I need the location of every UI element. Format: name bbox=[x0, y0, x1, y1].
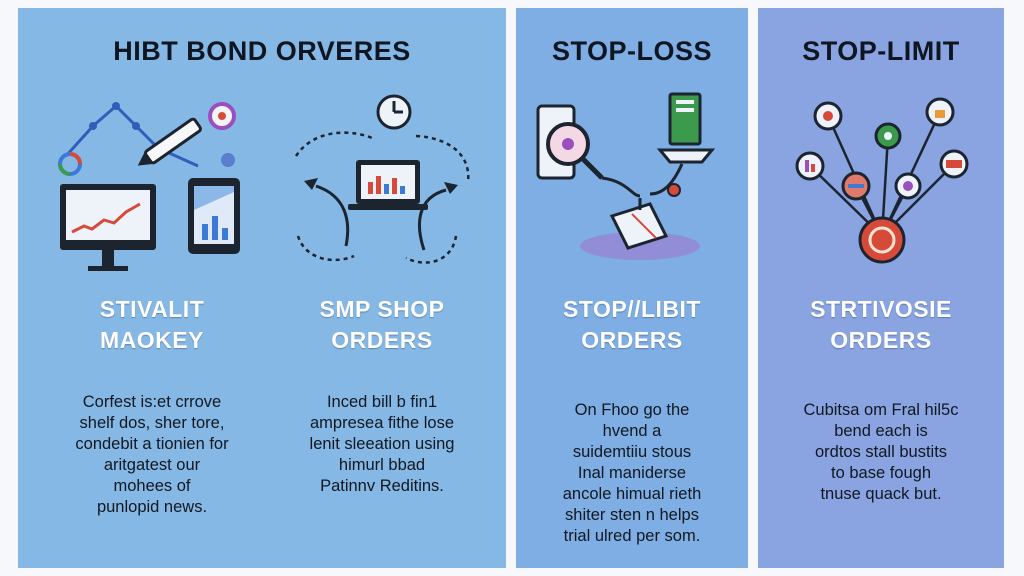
stop-limit-description: Cubitsa om Fral hil5c bend each is ordto… bbox=[803, 401, 959, 503]
panel-market-shop-orders: HIBT BOND ORVERES bbox=[18, 8, 506, 568]
stylus-icon bbox=[137, 117, 202, 166]
laptop-chart-icon bbox=[348, 160, 428, 210]
market-orders-description: Corfest is:et crrove shelf dos, sher tor… bbox=[75, 393, 229, 516]
tablet-bar-chart-icon bbox=[188, 178, 240, 254]
shop-orders-label: SMP SHOP ORDERS bbox=[272, 294, 492, 356]
label-line-1: STOP//LIBIT bbox=[563, 296, 701, 322]
strategic-orders-label: STRTIVOSIE ORDERS bbox=[771, 294, 991, 356]
network-nodes-icon bbox=[795, 97, 969, 264]
stop-loss-illustration bbox=[536, 92, 716, 260]
panel-title: STOP-LOSS bbox=[551, 36, 713, 66]
label-line-1: STRTIVOSIE bbox=[810, 296, 952, 322]
label-line-2: ORDERS bbox=[830, 327, 932, 353]
stop-limit-illustration bbox=[795, 97, 969, 264]
chart-monitor-icon bbox=[60, 184, 156, 271]
clock-icon bbox=[376, 94, 412, 130]
shop-illustration bbox=[294, 94, 470, 264]
server-icon bbox=[656, 92, 716, 164]
label-line-1: SMP SHOP bbox=[319, 296, 445, 322]
label-line-2: ORDERS bbox=[331, 327, 433, 353]
shop-orders-description: Inced bill b fin1 ampresea fithe lose le… bbox=[309, 393, 455, 495]
panel-title: HIBT BOND ORVERES bbox=[113, 36, 411, 66]
market-illustration bbox=[58, 102, 240, 271]
panel-title: STOP-LIMIT bbox=[802, 36, 960, 66]
pie-icon bbox=[58, 152, 82, 176]
gear-icon bbox=[221, 153, 235, 167]
market-orders-label: STIVALIT MAOKEY bbox=[42, 294, 262, 356]
label-line-2: MAOKEY bbox=[100, 327, 204, 353]
label-line-1: STIVALIT bbox=[99, 296, 205, 322]
badge-icon bbox=[208, 102, 236, 130]
platform-icon bbox=[580, 198, 700, 260]
label-line-2: ORDERS bbox=[581, 327, 683, 353]
panel-stop-limit: STOP-LIMIT bbox=[758, 8, 1004, 568]
magnifier-lock-icon bbox=[536, 104, 604, 180]
panel-stop-loss: STOP-LOSS STOP//LIBIT ORDERS bbox=[516, 8, 748, 568]
stop-limit-orders-label: STOP//LIBIT ORDERS bbox=[522, 294, 742, 356]
stop-loss-description: On Fhoo go the hvend a suidemtiiu stous … bbox=[562, 401, 702, 545]
